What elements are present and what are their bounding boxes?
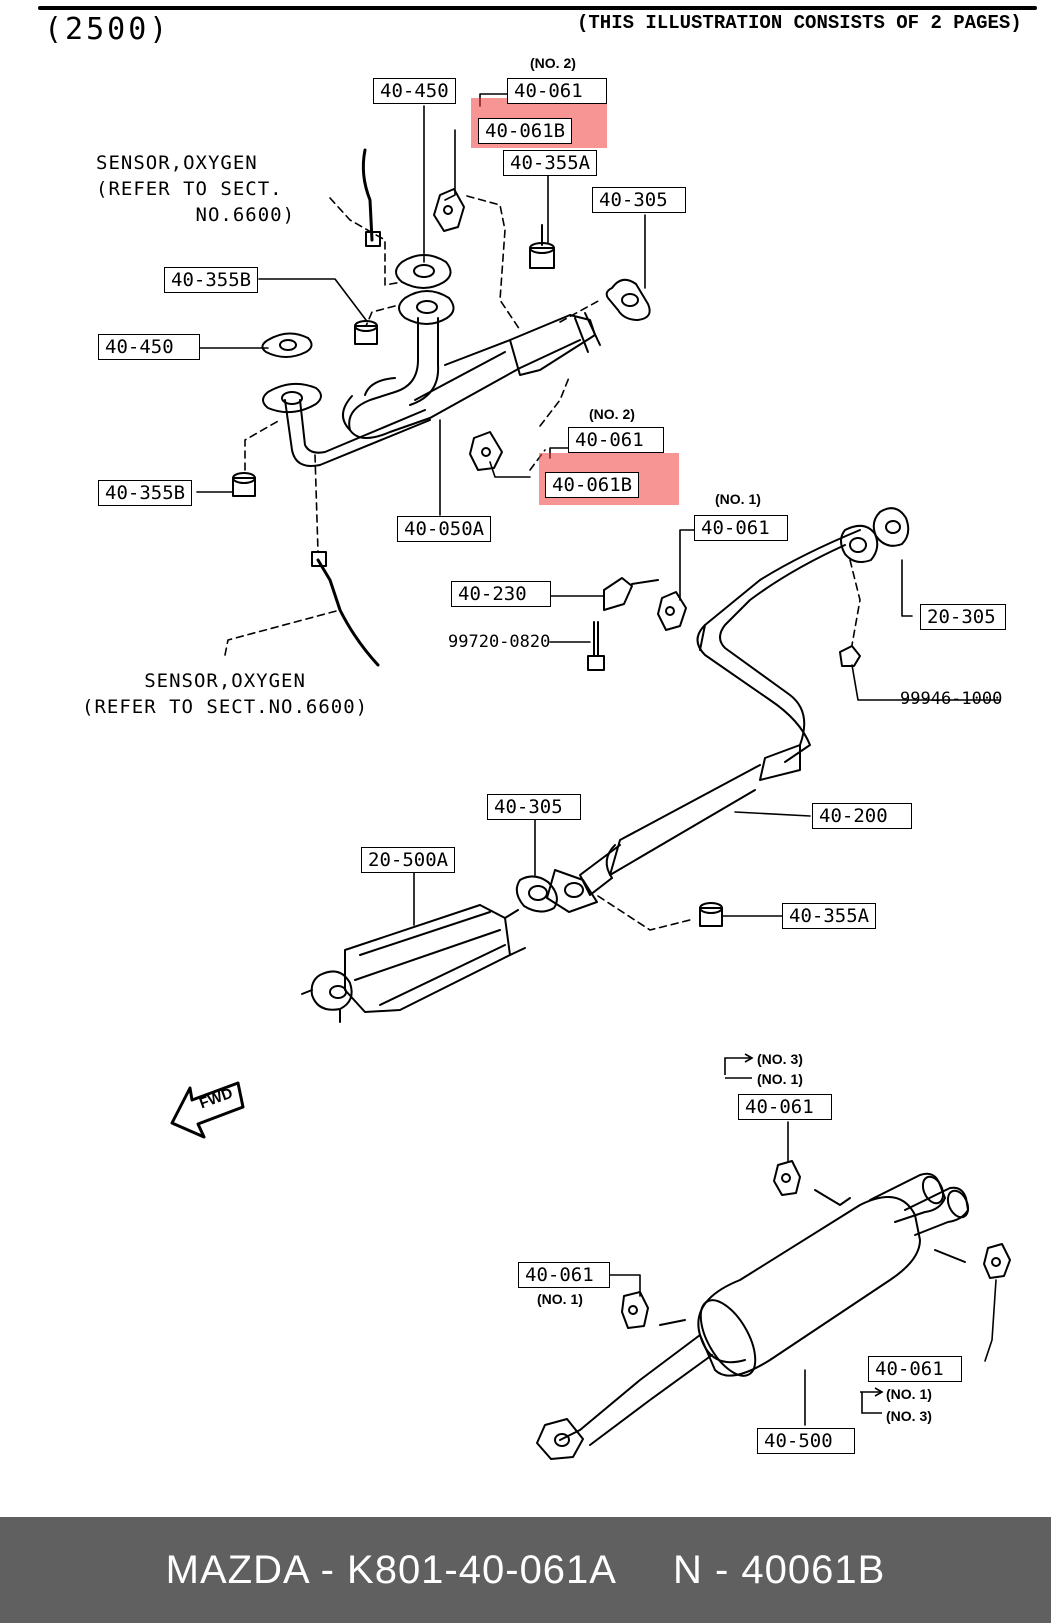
fwd-arrow: [170, 1081, 245, 1139]
note-no1-rear-right: (NO. 1): [886, 1386, 932, 1402]
hanger-40-061b-mid: [469, 431, 503, 471]
gasket-40-305-top: [605, 278, 651, 321]
bracket-40-230: [603, 577, 633, 611]
footer-aftermarket-number: N - 40061B: [672, 1547, 886, 1592]
gasket-40-450-lower: [262, 382, 322, 414]
part-label-40-061-top[interactable]: 40-061: [507, 78, 607, 104]
part-label-40-355a-mid[interactable]: 40-355A: [782, 903, 877, 929]
nut-40-355a-mid: [699, 907, 723, 927]
part-label-40-355b-upper[interactable]: 40-355B: [164, 267, 259, 293]
nut-40-355b-lower: [232, 477, 256, 497]
nut-99946-1000: [839, 645, 861, 667]
page-ref: (2500): [44, 12, 171, 47]
part-number-footer: MAZDA - K801-40-061A N - 40061B: [0, 1517, 1051, 1623]
catalytic-converter-20-500a: [344, 904, 511, 1013]
oxygen-sensor-top: [361, 148, 374, 242]
part-label-40-050a[interactable]: 40-050A: [397, 516, 492, 542]
note-no1-mid: (NO. 1): [715, 491, 761, 507]
part-label-40-061b-top[interactable]: 40-061B: [478, 118, 573, 144]
note-no2-mid: (NO. 2): [589, 406, 635, 422]
part-label-40-200[interactable]: 40-200: [812, 803, 912, 829]
gasket-40-450-upper: [395, 254, 452, 289]
part-label-40-061b-mid[interactable]: 40-061B: [545, 472, 640, 498]
part-label-40-305-mid[interactable]: 40-305: [487, 794, 581, 820]
part-label-40-500[interactable]: 40-500: [757, 1428, 855, 1454]
note-no3-rear-right: (NO. 3): [886, 1408, 932, 1424]
sensor-oxygen-bottom-text: SENSOR,OXYGEN (REFER TO SECT.NO.6600): [82, 670, 369, 718]
part-label-40-355a-top[interactable]: 40-355A: [503, 150, 598, 176]
illustration-note: (THIS ILLUSTRATION CONSISTS OF 2 PAGES): [577, 12, 1022, 34]
part-number-99946-1000[interactable]: 99946-1000: [900, 689, 1003, 709]
muffler-40-500: [697, 1196, 921, 1377]
gasket-20-305: [872, 507, 910, 547]
middle-pipe-40-200: [696, 529, 861, 763]
oxygen-sensor-bottom: [316, 558, 380, 667]
part-label-40-450-top[interactable]: 40-450: [373, 78, 456, 104]
hanger-40-061-rear-right: [983, 1243, 1011, 1279]
part-label-40-061-rear-right[interactable]: 40-061: [868, 1356, 962, 1382]
part-label-40-305-top[interactable]: 40-305: [592, 187, 686, 213]
part-label-40-230[interactable]: 40-230: [451, 581, 551, 607]
part-label-40-061-rear-top[interactable]: 40-061: [738, 1094, 832, 1120]
diagram-drawing: [38, 6, 1037, 1460]
note-no1-rear-top: (NO. 1): [757, 1071, 803, 1087]
note-no1-rear-left: (NO. 1): [537, 1291, 583, 1307]
part-label-20-500a[interactable]: 20-500A: [361, 847, 456, 873]
part-label-40-061-rear-left[interactable]: 40-061: [518, 1262, 610, 1288]
part-label-40-355b-lower[interactable]: 40-355B: [98, 480, 193, 506]
note-no2-top: (NO. 2): [530, 55, 576, 71]
part-label-40-061-no1[interactable]: 40-061: [694, 515, 788, 541]
part-label-40-450-mid[interactable]: 40-450: [98, 334, 200, 360]
nut-40-355a-top: [529, 247, 555, 269]
part-label-20-305[interactable]: 20-305: [920, 604, 1006, 630]
part-label-40-061-mid[interactable]: 40-061: [568, 427, 664, 453]
gasket-40-305-mid: [515, 875, 558, 913]
hanger-40-061-mid: [657, 591, 687, 631]
hanger-40-061b-top: [433, 188, 465, 232]
sensor-oxygen-top-text: SENSOR,OXYGEN (REFER TO SECT. NO.6600): [96, 152, 296, 226]
footer-oem-number: MAZDA - K801-40-061A: [165, 1547, 617, 1592]
nut-40-355b-upper: [354, 325, 378, 345]
hanger-40-061-rear-top: [773, 1160, 801, 1196]
part-number-99720-0820[interactable]: 99720-0820: [448, 632, 551, 652]
note-no3-rear-top: (NO. 3): [757, 1051, 803, 1067]
hanger-40-061-rear-left: [621, 1291, 649, 1329]
